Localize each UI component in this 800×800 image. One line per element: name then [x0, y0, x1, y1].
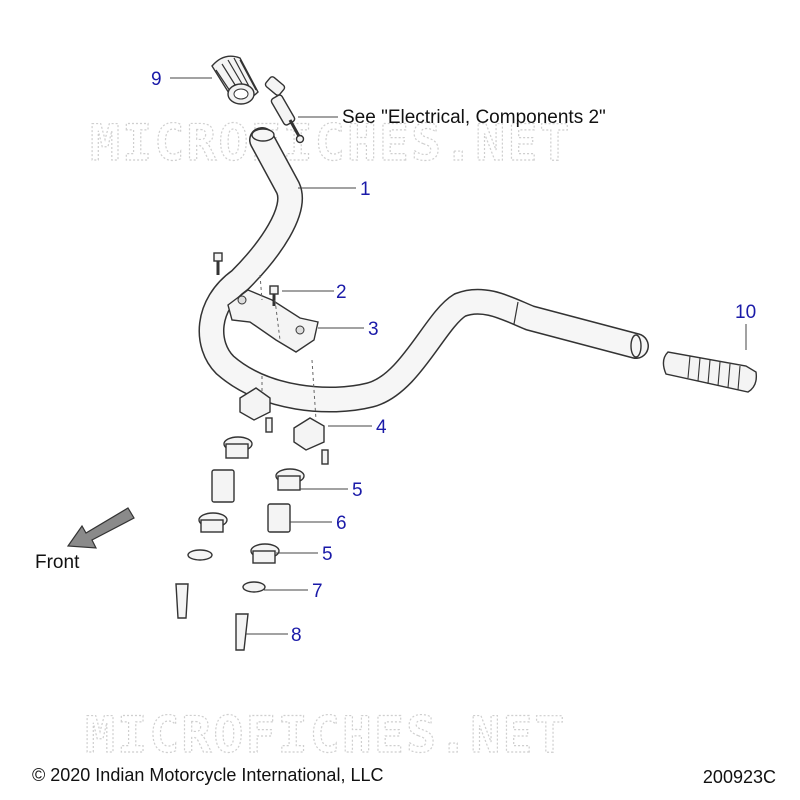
- callout-4: 4: [376, 417, 387, 438]
- watermark-top: MICROFICHES.NET: [90, 114, 572, 172]
- handlebar: [198, 127, 649, 413]
- front-arrow-icon: [66, 507, 135, 549]
- callout-6: 6: [336, 513, 347, 534]
- diagram-code: 200923C: [702, 767, 776, 787]
- bushings-stack-left: [175, 436, 253, 619]
- callout-9: 9: [151, 69, 162, 90]
- callout-7: 7: [312, 581, 323, 602]
- callout-5-lower: 5: [322, 544, 333, 565]
- callout-5-upper: 5: [352, 480, 363, 501]
- electrical-note: See "Electrical, Components 2": [342, 107, 606, 128]
- upper-clamp: [227, 289, 319, 353]
- callout-10: 10: [735, 302, 756, 323]
- right-grip: [662, 351, 758, 393]
- clamp-bolts: [213, 252, 279, 306]
- bushings-stack-right: [235, 468, 305, 651]
- callout-3: 3: [368, 319, 379, 340]
- risers: [239, 387, 329, 465]
- callout-1: 1: [360, 179, 371, 200]
- left-grip: [211, 55, 259, 105]
- watermark-bottom: MICROFICHES.NET: [85, 706, 567, 764]
- throttle-component: [264, 76, 305, 144]
- callout-2: 2: [336, 282, 347, 303]
- callout-8: 8: [291, 625, 302, 646]
- front-label: Front: [35, 552, 80, 573]
- leader-lines: [170, 77, 747, 635]
- copyright-text: © 2020 Indian Motorcycle International, …: [32, 765, 384, 785]
